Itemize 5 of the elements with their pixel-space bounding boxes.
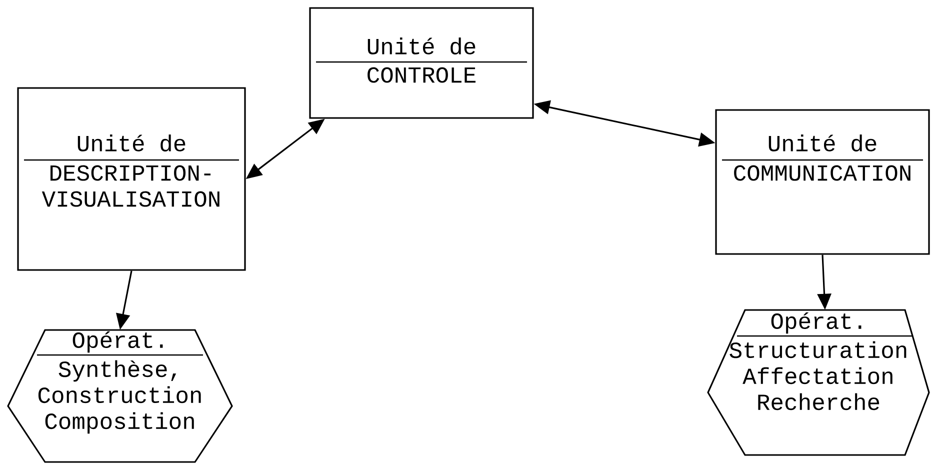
operation-hexagon: Opérat. Structuration Affectation Recherche <box>707 309 930 456</box>
process-box: Unité de CONTROLE <box>309 7 534 119</box>
process-box: Unité de DESCRIPTION- VISUALISATION <box>17 87 246 271</box>
process-box: Unité de COMMUNICATION <box>715 109 930 255</box>
operation-hexagon: Opérat. Synthèse, Construction Composition <box>7 329 233 463</box>
